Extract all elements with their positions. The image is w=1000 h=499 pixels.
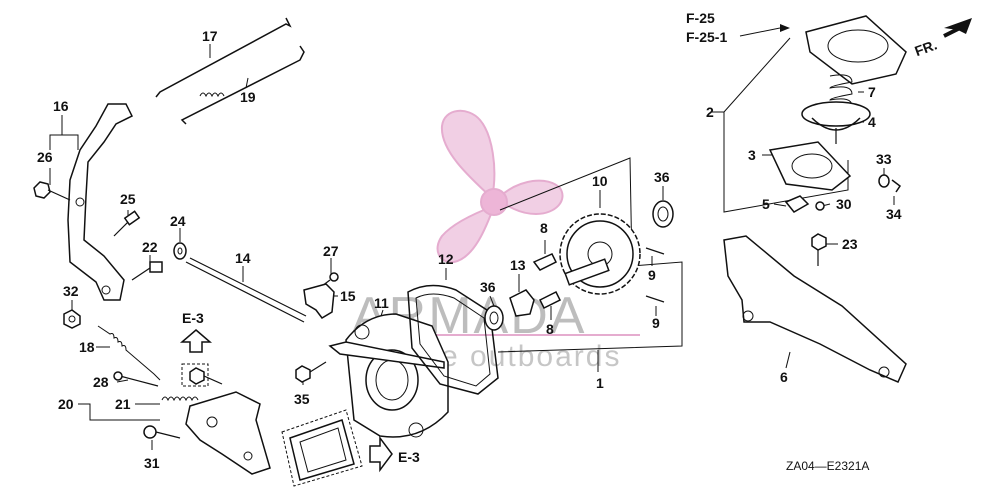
drawing-code: ZA04—E2321A (786, 459, 869, 473)
label-21: 21 (115, 396, 131, 412)
part-15-bracket (303, 283, 335, 319)
part-19-spring-rod (180, 45, 305, 125)
part-11-cover-plate (328, 313, 449, 438)
propeller-logo (436, 110, 564, 264)
label-2: 2 (706, 104, 714, 120)
part-3-base (768, 141, 852, 191)
label-19: 19 (240, 89, 256, 105)
front-label: FR. (912, 36, 939, 59)
part-30-screw (815, 201, 825, 211)
label-1: 1 (596, 375, 604, 391)
label-31: 31 (144, 455, 160, 471)
e3-right-arrow (369, 435, 393, 473)
label-4: 4 (868, 114, 876, 130)
label-28: 28 (93, 374, 109, 390)
part-4-diaphragm (801, 101, 871, 144)
part-16-lever-bracket (67, 103, 134, 301)
label-8-bottom: 8 (546, 321, 554, 337)
dashed-bolt-ref (181, 363, 223, 387)
label-10: 10 (592, 173, 608, 189)
label-26: 26 (37, 149, 53, 165)
part-32-nut (63, 309, 81, 329)
part-13-cam (509, 289, 535, 317)
label-17: 17 (202, 28, 218, 44)
part-34-clip (891, 179, 902, 193)
ref-e3-top: E-3 (182, 310, 204, 326)
label-8-top: 8 (540, 220, 548, 236)
label-25: 25 (120, 191, 136, 207)
label-35: 35 (294, 391, 310, 407)
label-16: 16 (53, 98, 69, 114)
label-9-bottom: 9 (652, 315, 660, 331)
label-32: 32 (63, 283, 79, 299)
part-18-spring (97, 325, 161, 381)
label-36-right: 36 (654, 169, 670, 185)
part-27-screw (321, 272, 339, 287)
part-22-bolt (131, 261, 163, 281)
part-26-bolt (33, 181, 71, 201)
part-36-bearing-left (484, 305, 504, 331)
e3-up-arrow (179, 329, 213, 353)
part-8-plate-bottom (538, 290, 562, 310)
label-14: 14 (235, 250, 251, 266)
label-33: 33 (876, 151, 892, 167)
part-6-mount-bracket (723, 235, 907, 383)
part-21-spring (161, 396, 199, 402)
label-13: 13 (510, 257, 526, 273)
part-31-bolt (143, 425, 181, 439)
label-22: 22 (142, 239, 158, 255)
label-30: 30 (836, 196, 852, 212)
label-36-left: 36 (480, 279, 496, 295)
part-9-pin-bottom (645, 295, 665, 303)
label-34: 34 (886, 206, 902, 222)
label-27: 27 (323, 243, 339, 259)
part-labels: 1 2 3 4 5 6 7 8 8 9 9 10 11 12 13 14 15 … (37, 28, 902, 471)
part-cover-top (805, 15, 907, 85)
part-7-spring (829, 74, 853, 107)
part-23-bolt (811, 233, 827, 266)
part-12-gasket (407, 284, 499, 395)
part-5-clip (784, 195, 810, 213)
label-5: 5 (762, 196, 770, 212)
part-9-pin-top (645, 247, 665, 255)
label-24: 24 (170, 213, 186, 229)
part-35-bolt (295, 361, 327, 383)
ref-e3-bottom: E-3 (398, 449, 420, 465)
part-36-bearing-right (652, 200, 674, 228)
label-3: 3 (748, 147, 756, 163)
ref-f25: F-25 (686, 10, 715, 26)
front-arrow (943, 18, 972, 38)
part-20-lever-assembly (185, 391, 271, 475)
ref-f25-1: F-25-1 (686, 29, 727, 45)
label-9-top: 9 (648, 267, 656, 283)
part-33-washer (878, 174, 890, 188)
label-11: 11 (374, 295, 389, 311)
part-24-washer (173, 242, 187, 260)
reference-labels: F-25 F-25-1 E-3 E-3 FR. (182, 10, 939, 465)
label-7: 7 (868, 84, 876, 100)
armada-watermark: ARMADA marine outboards (352, 110, 640, 373)
label-12: 12 (438, 251, 454, 267)
label-20: 20 (58, 396, 74, 412)
label-23: 23 (842, 236, 858, 252)
part-8-plate-top (532, 253, 558, 271)
dashed-filter-ref (281, 409, 363, 487)
part-14-shaft (185, 257, 307, 323)
part-17-rod (155, 17, 292, 98)
label-18: 18 (79, 339, 95, 355)
part-10-gear (559, 213, 641, 295)
label-6: 6 (780, 369, 788, 385)
label-15: 15 (340, 288, 356, 304)
part-25-bolt (113, 210, 141, 237)
part-28-pin (113, 371, 159, 387)
